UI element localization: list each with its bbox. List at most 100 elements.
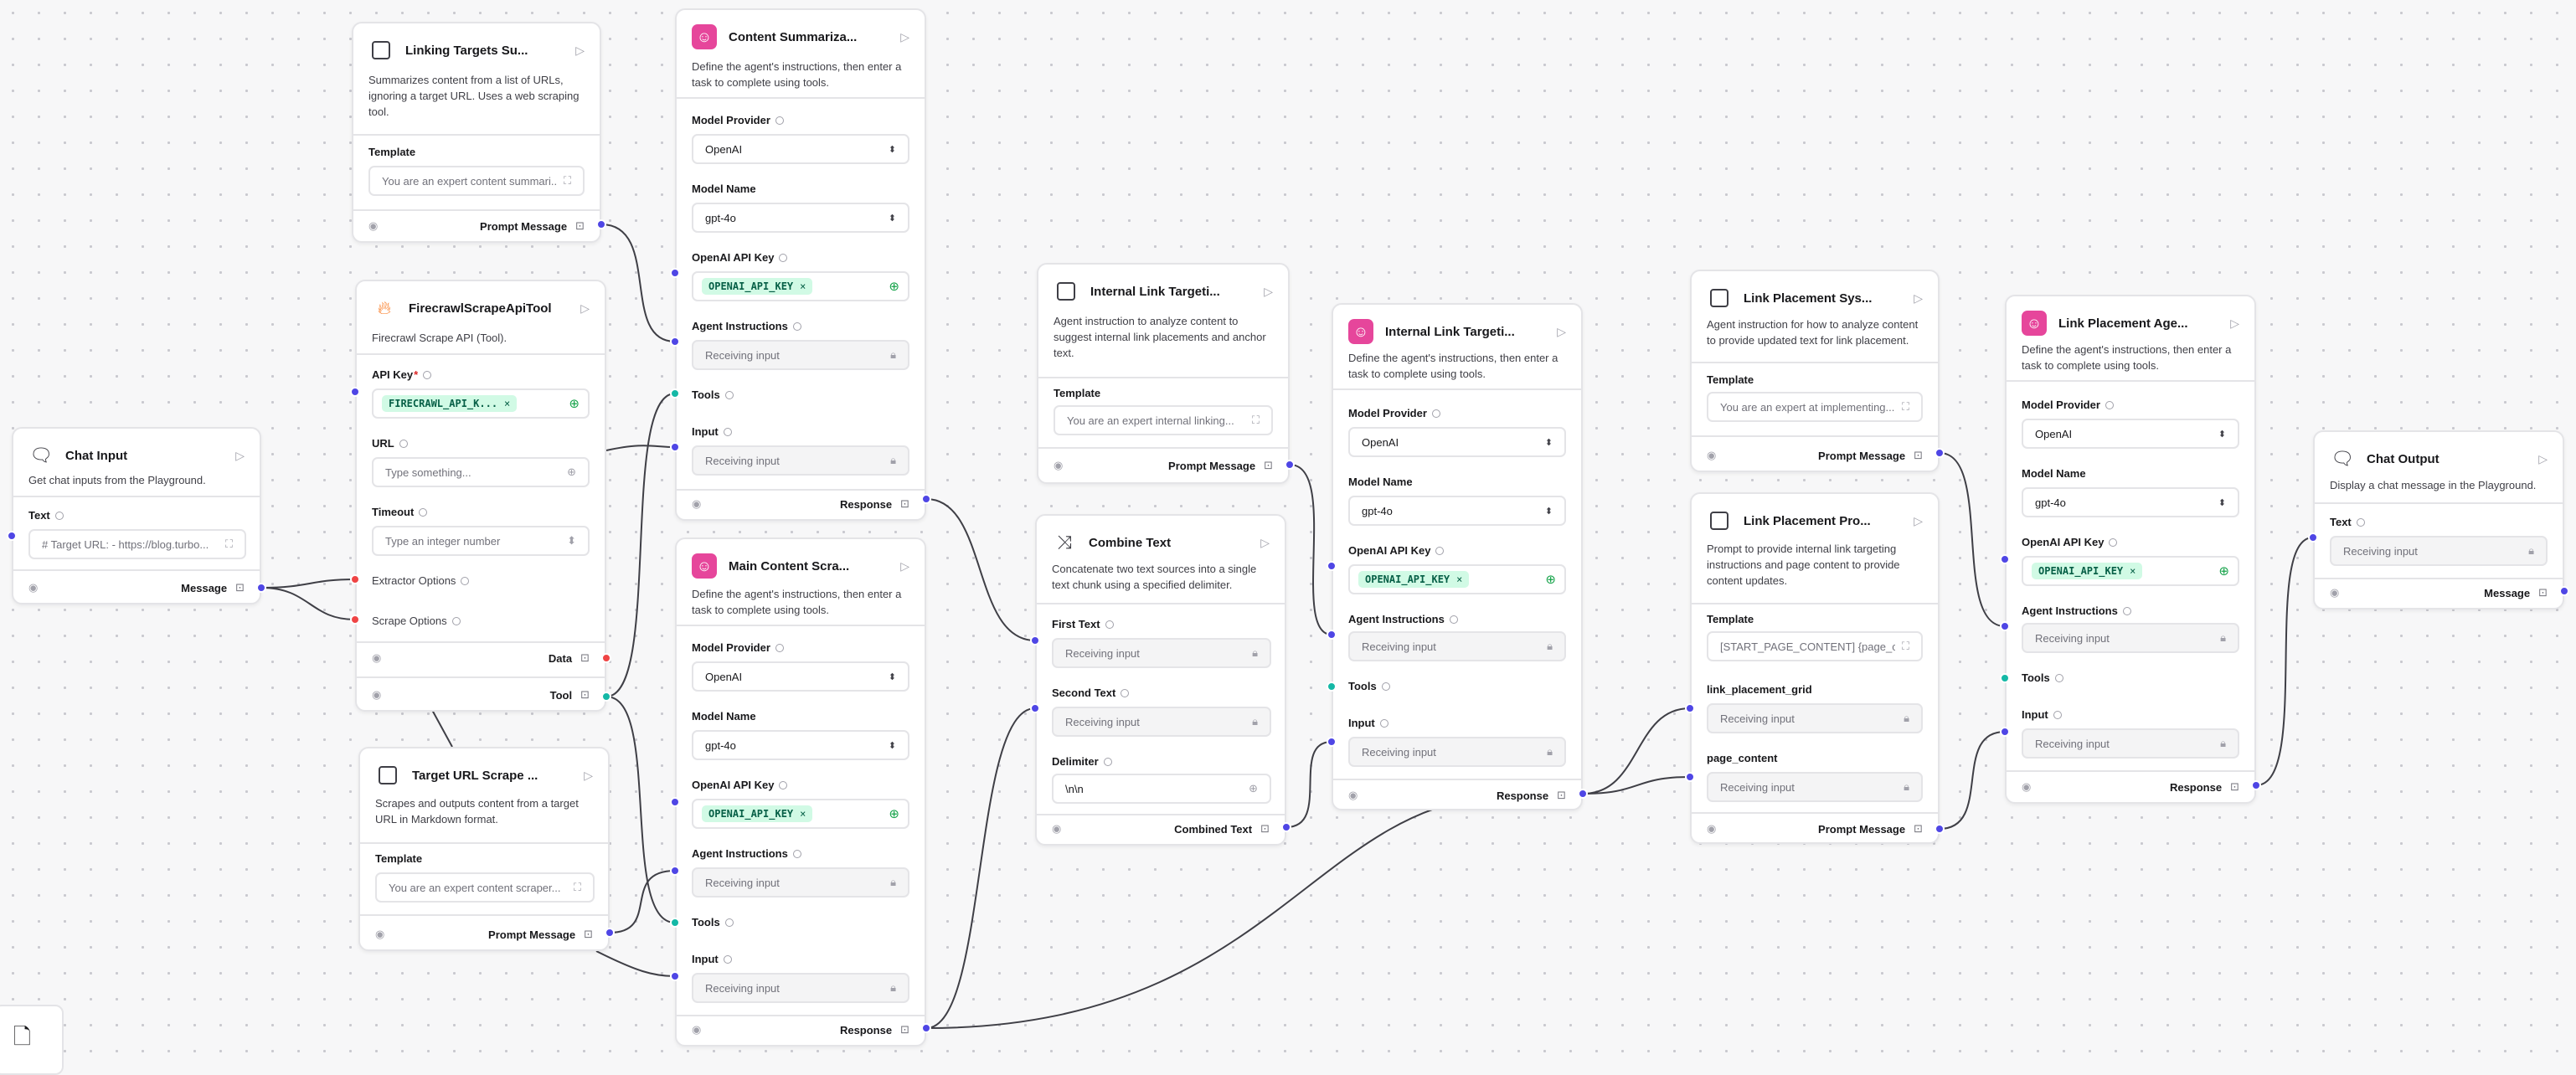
eye-icon[interactable]: ◉ [372, 651, 382, 664]
model-name-select[interactable]: gpt-4o⬍ [692, 730, 909, 760]
handle-agent1-response[interactable] [1578, 789, 1588, 799]
play-icon[interactable]: ▷ [584, 768, 593, 782]
expand-icon[interactable]: ⛶ [573, 881, 581, 893]
play-icon[interactable]: ▷ [575, 43, 585, 57]
play-icon[interactable]: ▷ [580, 301, 590, 315]
eye-icon[interactable]: ◉ [1348, 789, 1358, 801]
eye-icon[interactable]: ◉ [2330, 586, 2340, 599]
model-name-select[interactable]: gpt-4o⬍ [2022, 487, 2239, 517]
play-icon[interactable]: ▷ [1914, 291, 1923, 305]
globe-icon[interactable]: ⊕ [889, 280, 899, 294]
eye-icon[interactable]: ◉ [1707, 449, 1717, 461]
node-link-placement-agent[interactable]: ☺ Link Placement Age... ▷ Define the age… [2005, 295, 2256, 804]
api-key-badge[interactable]: OPENAI_API_KEY× [2032, 563, 2143, 579]
model-provider-select[interactable]: OpenAI⬍ [692, 134, 909, 164]
api-key-badge[interactable]: OPENAI_API_KEY× [1358, 571, 1470, 588]
model-name-select[interactable]: gpt-4o⬍ [1348, 496, 1566, 526]
eye-icon[interactable]: ◉ [1054, 459, 1064, 471]
stepper-icon[interactable]: ⬍ [567, 534, 576, 547]
scan-icon[interactable]: ⊡ [1914, 449, 1923, 461]
handle-main-tools[interactable] [670, 918, 680, 928]
scan-icon[interactable]: ⊡ [900, 497, 909, 510]
scan-icon[interactable]: ⊡ [1264, 459, 1273, 471]
url-input[interactable]: Type something...⊕ [372, 457, 590, 487]
eye-icon[interactable]: ◉ [2022, 780, 2032, 793]
handle-summarizer-api-key[interactable] [670, 268, 680, 278]
handle-pro-page[interactable] [1685, 772, 1695, 782]
api-key-badge[interactable]: FIRECRAWL_API_K...× [382, 395, 518, 412]
api-key-field[interactable]: FIRECRAWL_API_K...× ⊕ [372, 388, 590, 419]
model-provider-select[interactable]: OpenAI⬍ [2022, 419, 2239, 449]
expand-icon[interactable]: ⛶ [1901, 400, 1909, 413]
node-target-url-scrape[interactable]: Target URL Scrape ... ▷ Scrapes and outp… [358, 747, 610, 951]
scan-icon[interactable]: ⊡ [900, 1023, 909, 1036]
handle-main-response[interactable] [921, 1023, 931, 1033]
globe-icon[interactable]: ⊕ [2218, 564, 2229, 579]
handle-main-api-key[interactable] [670, 797, 680, 807]
handle-summarizer-instructions[interactable] [670, 337, 680, 347]
node-link-placement-pro[interactable]: Link Placement Pro... ▷ Prompt to provid… [1690, 492, 1940, 844]
api-key-field[interactable]: OPENAI_API_KEY× ⊕ [692, 271, 909, 301]
globe-icon[interactable]: ⊕ [569, 397, 580, 411]
play-icon[interactable]: ▷ [2230, 316, 2239, 330]
handle-pro-output[interactable] [1935, 824, 1945, 834]
globe-icon[interactable]: ⊕ [889, 807, 899, 821]
node-content-summarizer[interactable]: ☺ Content Summariza... ▷ Define the agen… [675, 8, 926, 521]
handle-chat-input-text[interactable] [7, 531, 17, 541]
play-icon[interactable]: ▷ [1557, 324, 1566, 338]
model-provider-select[interactable]: OpenAI⬍ [1348, 427, 1566, 457]
delimiter-input[interactable]: \n\n⊕ [1052, 774, 1271, 804]
eye-icon[interactable]: ◉ [28, 581, 39, 594]
play-icon[interactable]: ▷ [235, 448, 245, 462]
handle-agent2-input[interactable] [2000, 727, 2010, 737]
template-field[interactable]: You are an expert content summari... ⛶ [368, 166, 585, 196]
template-field[interactable]: You are an expert at implementing...⛶ [1707, 392, 1923, 422]
handle-sys-output[interactable] [1935, 448, 1945, 458]
globe-icon[interactable]: ⊕ [1249, 782, 1258, 795]
eye-icon[interactable]: ◉ [375, 928, 385, 940]
handle-firecrawl-api-key[interactable] [350, 387, 360, 397]
handle-main-input[interactable] [670, 971, 680, 981]
globe-icon[interactable]: ⊕ [1545, 573, 1556, 587]
expand-icon[interactable]: ⛶ [1251, 414, 1260, 426]
handle-pro-grid[interactable] [1685, 703, 1695, 713]
globe-icon[interactable]: ⊕ [567, 465, 576, 478]
scan-icon[interactable]: ⊡ [235, 581, 245, 594]
play-icon[interactable]: ▷ [900, 558, 909, 573]
timeout-input[interactable]: Type an integer number⬍ [372, 526, 590, 556]
eye-icon[interactable]: ◉ [1052, 822, 1062, 835]
scan-icon[interactable]: ⊡ [2230, 780, 2239, 793]
handle-firecrawl-tool[interactable] [601, 692, 611, 702]
handle-combine-output[interactable] [1281, 822, 1291, 832]
node-combine-text[interactable]: ⤨ Combine Text ▷ Concatenate two text so… [1035, 514, 1286, 846]
text-input[interactable]: # Target URL: - https://blog.turbo...⛶ [28, 529, 246, 559]
node-link-placement-sys[interactable]: Link Placement Sys... ▷ Agent instructio… [1690, 270, 1940, 472]
handle-agent2-tools[interactable] [2000, 673, 2010, 683]
node-firecrawl-tool[interactable]: 🔥︎ FirecrawlScrapeApiTool ▷ Firecrawl Sc… [355, 280, 606, 712]
handle-combine-first[interactable] [1030, 635, 1040, 646]
add-note-button[interactable]: 🗋︎ [0, 1005, 64, 1075]
api-key-badge[interactable]: OPENAI_API_KEY× [702, 278, 813, 295]
eye-icon[interactable]: ◉ [692, 497, 702, 510]
handle-internal-prompt-output[interactable] [1285, 460, 1295, 470]
eye-icon[interactable]: ◉ [372, 688, 382, 701]
node-internal-link-agent[interactable]: ☺ Internal Link Targeti... ▷ Define the … [1332, 303, 1583, 810]
play-icon[interactable]: ▷ [1914, 513, 1923, 527]
expand-icon[interactable]: ⛶ [1901, 640, 1909, 652]
eye-icon[interactable]: ◉ [692, 1023, 702, 1036]
node-internal-link-prompt[interactable]: Internal Link Targeti... ▷ Agent instruc… [1037, 263, 1290, 484]
node-chat-output[interactable]: 🗨︎ Chat Output ▷ Display a chat message … [2313, 430, 2564, 610]
handle-agent1-tools[interactable] [1327, 682, 1337, 692]
eye-icon[interactable]: ◉ [368, 219, 379, 232]
api-key-field[interactable]: OPENAI_API_KEY× ⊕ [2022, 556, 2239, 586]
expand-icon[interactable]: ⛶ [563, 174, 571, 187]
scan-icon[interactable]: ⊡ [1557, 789, 1566, 801]
handle-agent2-instructions[interactable] [2000, 621, 2010, 631]
handle-agent1-input[interactable] [1327, 737, 1337, 747]
handle-chat-output-text[interactable] [2308, 532, 2318, 543]
node-linking-targets[interactable]: Linking Targets Su... ▷ Summarizes conte… [352, 22, 601, 243]
handle-firecrawl-extractor[interactable] [350, 574, 360, 584]
scan-icon[interactable]: ⊡ [1914, 822, 1923, 835]
scan-icon[interactable]: ⊡ [2538, 586, 2548, 599]
node-chat-input[interactable]: 🗨︎ Chat Input ▷ Get chat inputs from the… [12, 427, 261, 604]
